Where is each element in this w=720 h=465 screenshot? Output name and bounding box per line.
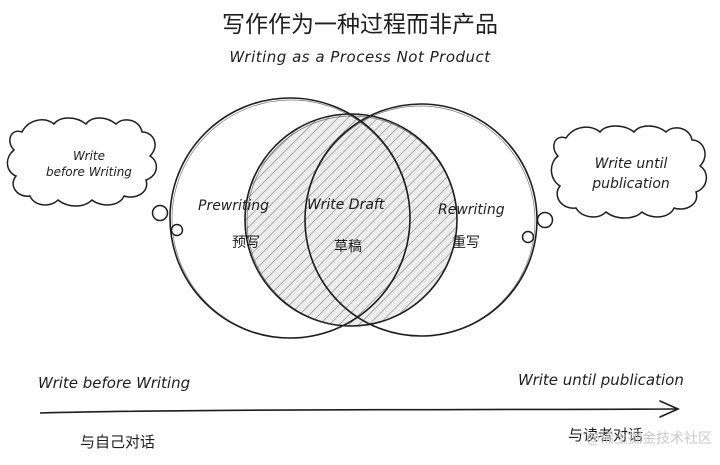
- title-english: Writing as a Process Not Product: [229, 48, 491, 66]
- right-cloud-bubble-small: [521, 230, 535, 244]
- rewriting-label: Rewriting: [438, 202, 505, 218]
- timeline-start-label: Write before Writing: [38, 374, 191, 392]
- right-cloud: [550, 125, 708, 219]
- rewriting-chinese-label: 重写: [452, 235, 480, 251]
- timeline-arrow-line: [39, 408, 677, 414]
- watermark: @稀土掘金技术社区: [586, 431, 712, 447]
- draft-chinese-label: 草稿: [334, 239, 362, 255]
- prewriting-chinese-label: 预写: [232, 235, 260, 251]
- title-chinese: 写作作为一种过程而非产品: [222, 12, 498, 38]
- left-cloud-bubble-large: [151, 204, 169, 222]
- timeline-end-label: Write until publication: [518, 371, 684, 389]
- draft-label: Write Draft: [307, 197, 385, 213]
- right-cloud-text: Write until publication: [556, 154, 706, 195]
- right-cloud-line1: Write until: [594, 156, 668, 172]
- left-cloud-bubble-small: [170, 223, 184, 237]
- left-cloud-line1: Write: [72, 149, 105, 163]
- draft-circle-fill: [245, 114, 457, 326]
- right-cloud-bubble-large: [536, 211, 554, 229]
- left-cloud-text: Write before Writing: [14, 148, 164, 180]
- timeline-start-chinese-label: 与自己对话: [80, 433, 156, 451]
- left-cloud-line2: before Writing: [46, 165, 132, 180]
- timeline-end-chinese-label: 与读者对话: [568, 426, 644, 444]
- left-cloud: [6, 117, 158, 207]
- prewriting-label: Prewriting: [198, 198, 270, 214]
- timeline-arrow-head: [659, 400, 680, 418]
- right-cloud-line2: publication: [592, 176, 670, 193]
